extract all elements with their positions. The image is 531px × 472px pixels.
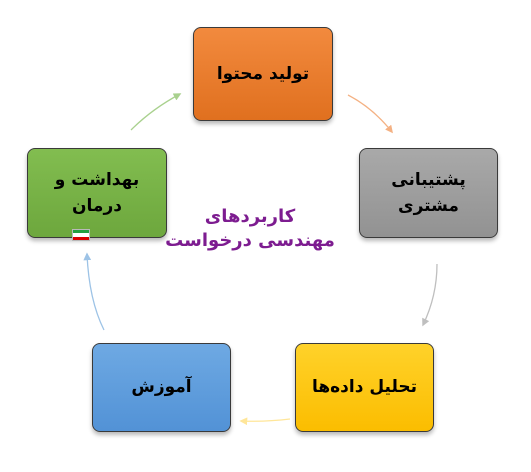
connector-arrow-health-to-content: [130, 93, 182, 131]
node-customer-support: پشتیبانی مشتری: [359, 148, 498, 238]
connector-arrow-analysis-to-education: [239, 417, 291, 426]
node-content-generation-label: تولید محتوا: [216, 63, 310, 84]
node-content-generation: تولید محتوا: [193, 27, 333, 121]
connector-arrow-education-to-health: [83, 252, 105, 331]
connector-arrow-content-to-support: [347, 94, 393, 134]
node-data-analysis-label: تحلیل داده‌ها: [311, 377, 418, 398]
node-health-care: بهداشت و درمان: [27, 148, 167, 238]
connector-arrow-support-to-analysis: [422, 263, 438, 327]
center-title: کاربردهای مهندسی درخواست: [165, 206, 335, 252]
node-education-label: آموزش: [131, 377, 192, 398]
node-data-analysis: تحلیل داده‌ها: [295, 343, 434, 432]
node-health-care-label: بهداشت و درمان: [54, 169, 140, 216]
flag-white-band: [73, 233, 89, 237]
flag-red-band: [73, 236, 89, 240]
flag-green-band: [73, 230, 89, 234]
iran-flag-icon: [72, 229, 90, 241]
node-customer-support-label: پشتیبانی مشتری: [391, 169, 466, 216]
node-education: آموزش: [92, 343, 231, 432]
